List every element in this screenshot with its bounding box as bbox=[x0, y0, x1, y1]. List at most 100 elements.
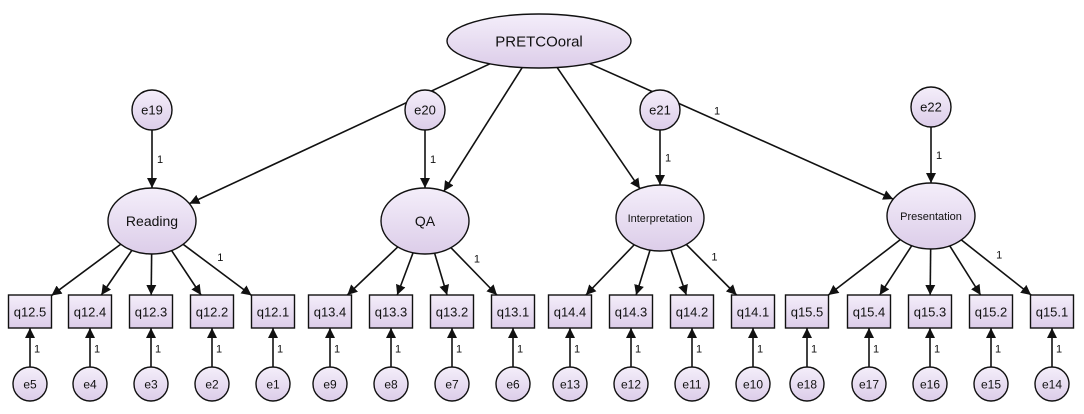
indicator-error-e11-shape bbox=[674, 366, 710, 402]
weight-label-e10: 1 bbox=[757, 344, 763, 356]
loading-arrow-q12.1 bbox=[182, 243, 252, 297]
weight-label-e7: 1 bbox=[456, 344, 462, 356]
indicator-q13.1: q13.1 bbox=[490, 294, 536, 329]
indicator-error-e16-shape bbox=[912, 366, 948, 402]
indicator-q14.4-box bbox=[547, 294, 593, 329]
indicator-error-e5-label: e5 bbox=[23, 377, 37, 391]
indicator-error-e15-label: e15 bbox=[981, 377, 1001, 391]
factor-error-e22: e22 bbox=[910, 86, 952, 128]
indicator-error-e4: e4 bbox=[72, 366, 108, 402]
indicator-error-e7: e7 bbox=[434, 366, 470, 402]
indicator-error-e10: e10 bbox=[735, 366, 771, 402]
indicator-error-e12: e12 bbox=[613, 366, 649, 402]
indicator-q15.3-label: q15.3 bbox=[914, 305, 947, 320]
indicator-q12.3-label: q12.3 bbox=[135, 305, 168, 320]
factor-error-e19: e19 bbox=[131, 89, 173, 131]
factor-error-e21-shape bbox=[639, 89, 681, 131]
indicator-q13.4: q13.4 bbox=[307, 294, 353, 329]
indicator-error-e12-label: e12 bbox=[621, 377, 641, 391]
indicator-error-e12-shape bbox=[613, 366, 649, 402]
loading-arrow-q13.2 bbox=[433, 252, 450, 296]
weight-label-e20: 1 bbox=[430, 154, 436, 166]
loading-arrow-q14.3 bbox=[634, 249, 651, 296]
indicator-error-e14-shape bbox=[1034, 366, 1070, 402]
factor-interpretation-label: Interpretation bbox=[628, 213, 693, 225]
factor-interpretation-shape bbox=[615, 184, 705, 252]
path-arrows bbox=[25, 62, 1057, 367]
loading-arrow-q14.1 bbox=[685, 243, 738, 296]
arrow-top-to-interpretation bbox=[556, 67, 641, 190]
indicator-error-e13: e13 bbox=[552, 366, 588, 402]
indicator-error-e1-shape bbox=[255, 366, 291, 402]
indicator-error-e18-shape bbox=[789, 366, 825, 402]
indicator-q12.5: q12.5 bbox=[7, 294, 53, 329]
indicator-error-e4-shape bbox=[72, 366, 108, 402]
indicator-error-e2-label: e2 bbox=[205, 377, 219, 391]
second-order-factor: PRETCOoral bbox=[446, 13, 632, 69]
indicator-q14.1-box bbox=[730, 294, 776, 329]
loading-arrow-q15.5 bbox=[827, 239, 901, 296]
indicator-error-e18: e18 bbox=[789, 366, 825, 402]
factor-presentation: Presentation bbox=[886, 182, 976, 250]
weight-label-e5: 1 bbox=[34, 344, 40, 356]
indicator-q15.2: q15.2 bbox=[968, 294, 1014, 329]
indicator-q14.3-label: q14.3 bbox=[615, 305, 648, 320]
weight-label-q14.1: 1 bbox=[711, 252, 717, 264]
indicator-q12.1-box bbox=[250, 294, 296, 329]
indicator-q15.1-box bbox=[1029, 294, 1075, 329]
indicator-error-e17-label: e17 bbox=[859, 377, 879, 391]
weight-label-e21: 1 bbox=[665, 153, 671, 165]
weight-label-e9: 1 bbox=[334, 344, 340, 356]
indicator-error-e14-label: e14 bbox=[1042, 377, 1062, 391]
indicator-q15.2-label: q15.2 bbox=[975, 305, 1008, 320]
indicator-q13.3-label: q13.3 bbox=[375, 305, 408, 320]
indicator-q14.3-box bbox=[608, 294, 654, 329]
weight-label-e6: 1 bbox=[517, 344, 523, 356]
indicator-q12.2-box bbox=[189, 294, 235, 329]
indicator-q13.4-label: q13.4 bbox=[314, 305, 347, 320]
indicator-q14.4: q14.4 bbox=[547, 294, 593, 329]
factor-qa-label: QA bbox=[415, 213, 436, 229]
indicator-error-e11-label: e11 bbox=[682, 377, 701, 391]
loading-arrow-q12.5 bbox=[51, 243, 122, 297]
indicator-q15.2-box bbox=[968, 294, 1014, 329]
second-order-factor-shape bbox=[446, 13, 632, 69]
loading-arrow-q14.2 bbox=[670, 249, 688, 296]
indicator-q15.3: q15.3 bbox=[907, 294, 953, 329]
loading-arrow-q13.3 bbox=[396, 252, 414, 296]
indicator-q15.5-label: q15.5 bbox=[791, 305, 824, 320]
indicator-error-e15-shape bbox=[973, 366, 1009, 402]
factor-reading-shape bbox=[107, 187, 197, 255]
weight-label-q13.1: 1 bbox=[474, 253, 480, 265]
indicator-error-e8-label: e8 bbox=[384, 377, 398, 391]
indicator-error-e7-label: e7 bbox=[445, 377, 459, 391]
indicator-q14.4-label: q14.4 bbox=[554, 305, 587, 320]
indicator-q14.2: q14.2 bbox=[669, 294, 715, 329]
weight-label-e11: 1 bbox=[696, 344, 702, 356]
weight-label-e18: 1 bbox=[811, 344, 817, 356]
indicator-q13.3: q13.3 bbox=[368, 294, 414, 329]
weight-label-q12.1: 1 bbox=[217, 252, 223, 264]
loading-arrow-q13.4 bbox=[346, 246, 399, 296]
indicator-q12.1-label: q12.1 bbox=[257, 305, 290, 320]
indicator-error-e10-shape bbox=[735, 366, 771, 402]
factor-error-e21-label: e21 bbox=[649, 103, 671, 118]
indicator-q15.4: q15.4 bbox=[846, 294, 892, 329]
indicator-error-e16-label: e16 bbox=[920, 377, 940, 391]
weight-label-e3: 1 bbox=[155, 344, 161, 356]
factor-error-e21: e21 bbox=[639, 89, 681, 131]
indicator-error-e16: e16 bbox=[912, 366, 948, 402]
indicator-q12.4-label: q12.4 bbox=[74, 305, 107, 320]
second-order-factor-label: PRETCOoral bbox=[495, 33, 583, 50]
indicator-q13.2-label: q13.2 bbox=[436, 305, 469, 320]
weight-label-e19: 1 bbox=[157, 154, 163, 166]
indicator-error-e15: e15 bbox=[973, 366, 1009, 402]
indicator-q13.2-box bbox=[429, 294, 475, 329]
indicator-q15.1-label: q15.1 bbox=[1036, 305, 1069, 320]
weight-label-e22: 1 bbox=[936, 150, 942, 162]
loading-arrow-q13.1 bbox=[450, 247, 498, 296]
weight-label-q15.1: 1 bbox=[996, 249, 1002, 261]
weight-label-e13: 1 bbox=[574, 344, 580, 356]
weight-label-e14: 1 bbox=[1056, 344, 1062, 356]
